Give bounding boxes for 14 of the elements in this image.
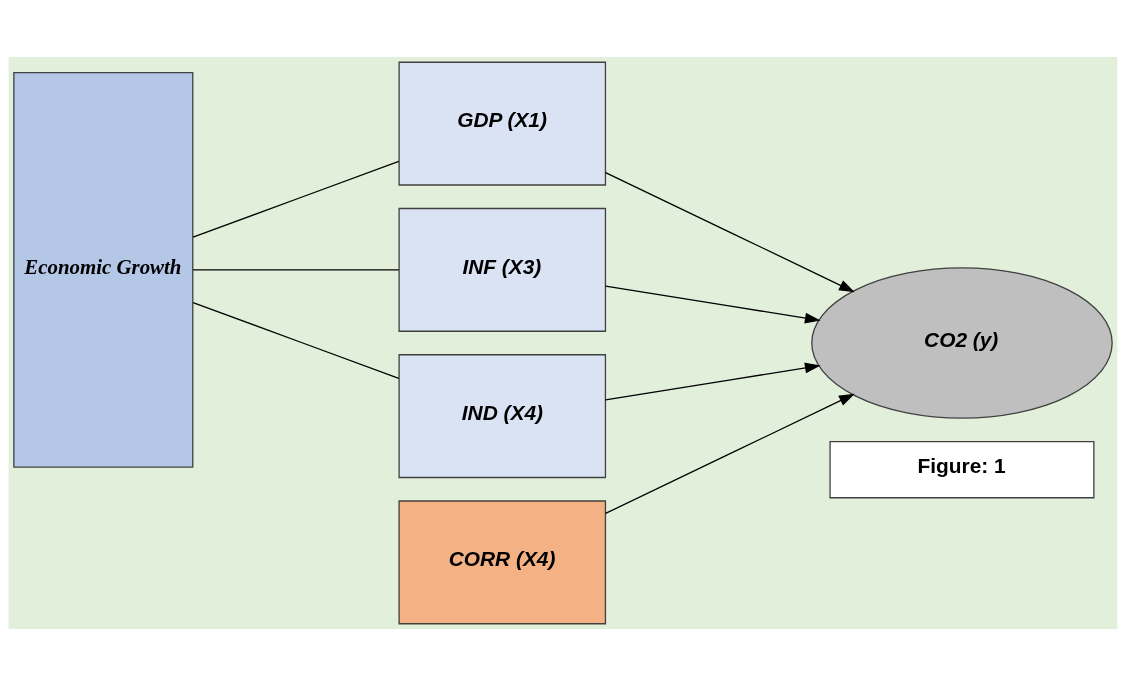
node-box: Economic Growth [13, 71, 194, 468]
connector [192, 268, 400, 271]
arrow [604, 171, 855, 292]
node-box: INF (X3) [398, 207, 607, 332]
connector [192, 160, 400, 238]
arrow [604, 361, 821, 400]
connector [192, 301, 400, 379]
node-box: Figure: 1 [829, 440, 1095, 498]
arrow [604, 285, 821, 324]
node-ellipse: CO2 (y) [811, 266, 1113, 419]
node-box: GDP (X1) [398, 61, 607, 186]
node-box: IND (X4) [398, 353, 607, 478]
node-box: CORR (X4) [398, 499, 607, 624]
arrow [604, 393, 855, 514]
